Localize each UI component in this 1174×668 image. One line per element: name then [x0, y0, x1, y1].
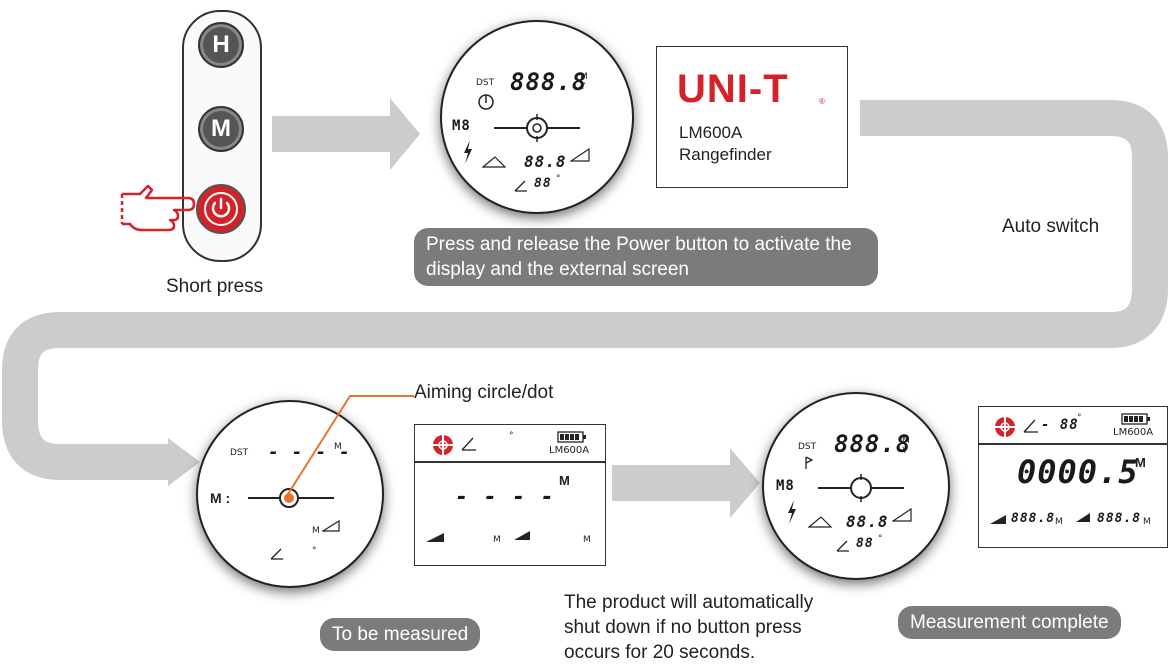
screen3-sub2: 888.8 [1097, 511, 1142, 526]
slope-level-icon-4 [1076, 513, 1090, 522]
compass-icon [478, 94, 494, 110]
aiming-leader-line [287, 395, 414, 495]
slope-icon-3 [808, 516, 832, 528]
unit-y: Y [580, 82, 586, 92]
crosshair-icon-2 [248, 488, 334, 508]
viewfinder-display-1: DST 888.8 M Y M8 88.8 88 ° [440, 20, 634, 214]
distance-readout: 888.8 [510, 68, 588, 96]
unit-m-3: M [902, 436, 910, 446]
arrow-head-2 [168, 438, 200, 486]
degree-symbol-3: ° [878, 534, 883, 544]
model-name: LM600A [679, 123, 743, 142]
angle-icon-5 [1023, 419, 1038, 433]
registered-icon: ® [819, 97, 825, 106]
angle-icon-4 [836, 540, 849, 552]
arrow-right-3 [612, 448, 760, 518]
small-distance-readout-3: 88.8 [846, 512, 889, 531]
screen3-model: LM600A [1113, 427, 1154, 438]
angle-icon [514, 180, 527, 192]
to-be-measured-caption: To be measured [320, 618, 481, 651]
degree-symbol: ° [556, 174, 561, 184]
unit-y-3: Y [902, 446, 908, 456]
screen3-divider [979, 443, 1167, 445]
viewfinder-display-3: DST 888.8 M Y M8 88.8 88 ° [762, 392, 950, 580]
screen3-distance: 0000.5 [1017, 453, 1139, 491]
product-name: Rangefinder [679, 145, 772, 164]
angle-readout-3: 88 [856, 536, 874, 551]
h-button-label: H [212, 31, 230, 58]
screen-model: LM600A [549, 445, 590, 456]
measurement-complete-caption: Measurement complete [898, 606, 1121, 639]
slope-level-icon-3 [990, 515, 1006, 524]
dst-label: DST [476, 78, 495, 88]
crosshair-icon-3 [818, 474, 904, 502]
screen3-sub1-unit: M [1055, 517, 1063, 527]
external-screen-2: ° LM600A M - - - - M M [414, 424, 606, 566]
height-icon-2 [322, 520, 340, 532]
unit-m-2: M [334, 442, 342, 452]
flag-icon [805, 456, 814, 469]
h-button[interactable]: H [198, 22, 244, 68]
crosshair-icon [494, 114, 580, 142]
slope-icon [482, 156, 506, 168]
u-turn-band [2, 100, 1168, 480]
shutdown-note: The product will automatically shut down… [564, 592, 814, 663]
dst-label-2: DST [230, 448, 249, 458]
target-icon-3 [995, 417, 1015, 437]
screen3-degree: ° [1077, 413, 1082, 423]
slope-level-icon-1 [426, 533, 444, 542]
pointing-hand-icon [120, 184, 196, 232]
mode-indicator: M8 [452, 118, 471, 134]
brand-logo: UNI-T [677, 67, 789, 111]
height-icon [570, 148, 590, 162]
arrow-right-1 [272, 98, 420, 170]
mode-indicator-3: M8 [776, 478, 795, 494]
screen3-sub2-unit: M [1143, 517, 1151, 527]
external-screen-3: - 88 ° LM600A 0000.5 M 888.8 M 888.8 M [978, 406, 1168, 548]
auto-switch-label: Auto switch [1002, 216, 1100, 237]
height-icon-3 [892, 508, 912, 522]
small-distance-readout: 88.8 [524, 152, 567, 171]
power-icon [204, 192, 238, 226]
lightning-icon [464, 140, 472, 164]
power-button[interactable] [196, 184, 246, 234]
slope-level-icon-2 [514, 531, 530, 540]
dst-label-3: DST [798, 442, 817, 452]
screen-degree: ° [509, 431, 514, 441]
angle-icon-2 [270, 548, 283, 560]
screen-divider [415, 461, 605, 463]
angle-readout: 88 [534, 176, 552, 191]
mode-indicator-2: M : [210, 490, 231, 506]
screen3-sub1: 888.8 [1011, 511, 1056, 526]
angle-icon-3 [461, 437, 476, 451]
screen-unit-small-1: M [493, 535, 501, 545]
brand-box: UNI-T ® LM600A Rangefinder [656, 46, 848, 188]
m-button-label: M [211, 115, 231, 142]
small-unit-m: M [312, 526, 320, 536]
degree-symbol-2: ° [312, 546, 317, 556]
lightning-icon-3 [788, 500, 796, 524]
battery-icon [557, 431, 586, 443]
screen-unit-small-2: M [583, 535, 591, 545]
distance-readout-3: 888.8 [834, 430, 912, 458]
screen3-unit: M [1135, 455, 1146, 470]
screen-dashes: - - - - [455, 485, 555, 510]
screen3-angle: - 88 [1041, 417, 1079, 433]
activation-caption: Press and release the Power button to ac… [414, 228, 878, 286]
short-press-label: Short press [166, 276, 264, 297]
aiming-label: Aiming circle/dot [414, 382, 554, 403]
m-button[interactable]: M [198, 106, 244, 152]
battery-icon-3 [1121, 413, 1150, 425]
screen-unit: M [559, 473, 570, 488]
unit-m: M [580, 72, 588, 82]
viewfinder-display-2: DST - - - - M M : M ° [196, 400, 384, 588]
target-icon [433, 435, 453, 455]
dashes-readout: - - - - [268, 442, 351, 463]
